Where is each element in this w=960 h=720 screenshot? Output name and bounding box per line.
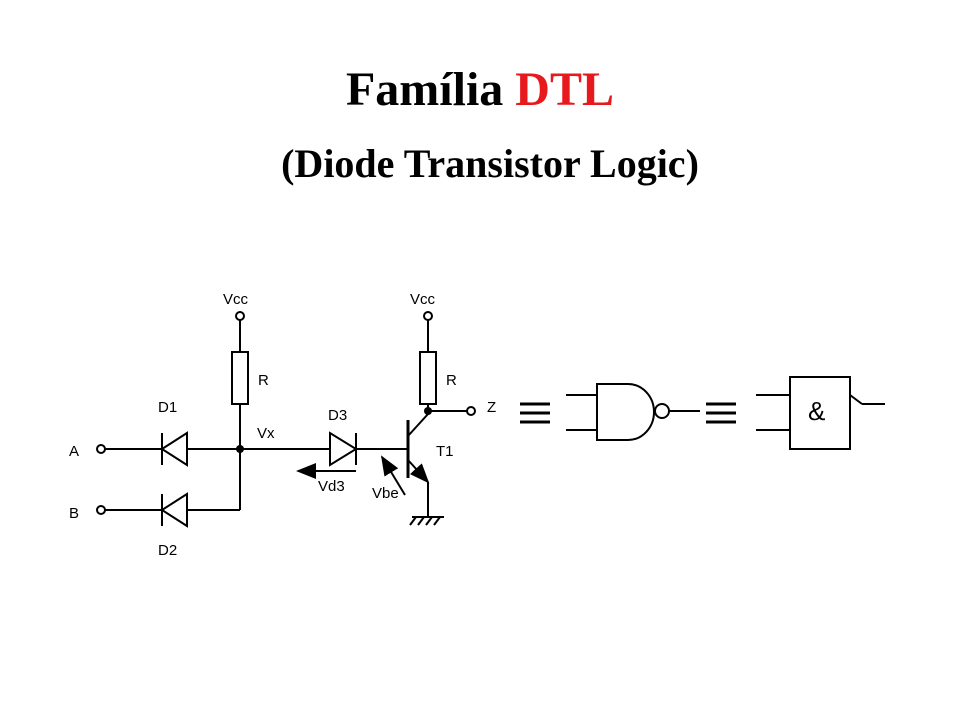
- transistor-t1: [406, 413, 430, 484]
- ground-symbol: [409, 516, 444, 526]
- equivalence-sign-1: [520, 402, 550, 424]
- label-r-right: R: [446, 372, 457, 389]
- resistor-left: [231, 351, 249, 405]
- label-d3: D3: [328, 407, 347, 424]
- vcc-left-terminal: [235, 311, 245, 352]
- title-accent: DTL: [515, 63, 614, 116]
- label-d2: D2: [158, 542, 177, 559]
- label-vbe: Vbe: [372, 485, 399, 502]
- title-main: Família: [345, 63, 504, 116]
- diode-d3: [329, 431, 358, 467]
- label-input-b: B: [69, 505, 79, 522]
- label-iec-and: &: [808, 396, 825, 426]
- label-t1: T1: [436, 443, 454, 460]
- vbe-arrow: [380, 455, 406, 496]
- label-vcc-left: Vcc: [223, 291, 249, 308]
- input-a-terminal: [96, 444, 106, 454]
- label-vd3: Vd3: [318, 478, 345, 495]
- page-subtitle: (Diode Transistor Logic): [281, 141, 699, 186]
- label-r-left: R: [258, 372, 269, 389]
- diode-d1: [160, 431, 188, 467]
- input-b-terminal: [96, 505, 106, 515]
- resistor-right: [419, 351, 437, 405]
- junction-vx: [236, 445, 244, 453]
- nand-gate-symbol: [566, 383, 700, 441]
- vcc-right-terminal: [423, 311, 433, 352]
- label-d1: D1: [158, 399, 177, 416]
- junction-collector: [424, 407, 432, 415]
- label-input-a: A: [69, 443, 79, 460]
- label-vcc-right: Vcc: [410, 291, 436, 308]
- page-title: Família DTL: [0, 62, 960, 118]
- equivalence-sign-2: [706, 402, 736, 424]
- iec-nand-symbol: [756, 376, 885, 450]
- label-z: Z: [487, 399, 496, 416]
- diode-d2: [160, 492, 188, 528]
- label-vx: Vx: [257, 425, 275, 442]
- output-z-terminal: [466, 406, 476, 416]
